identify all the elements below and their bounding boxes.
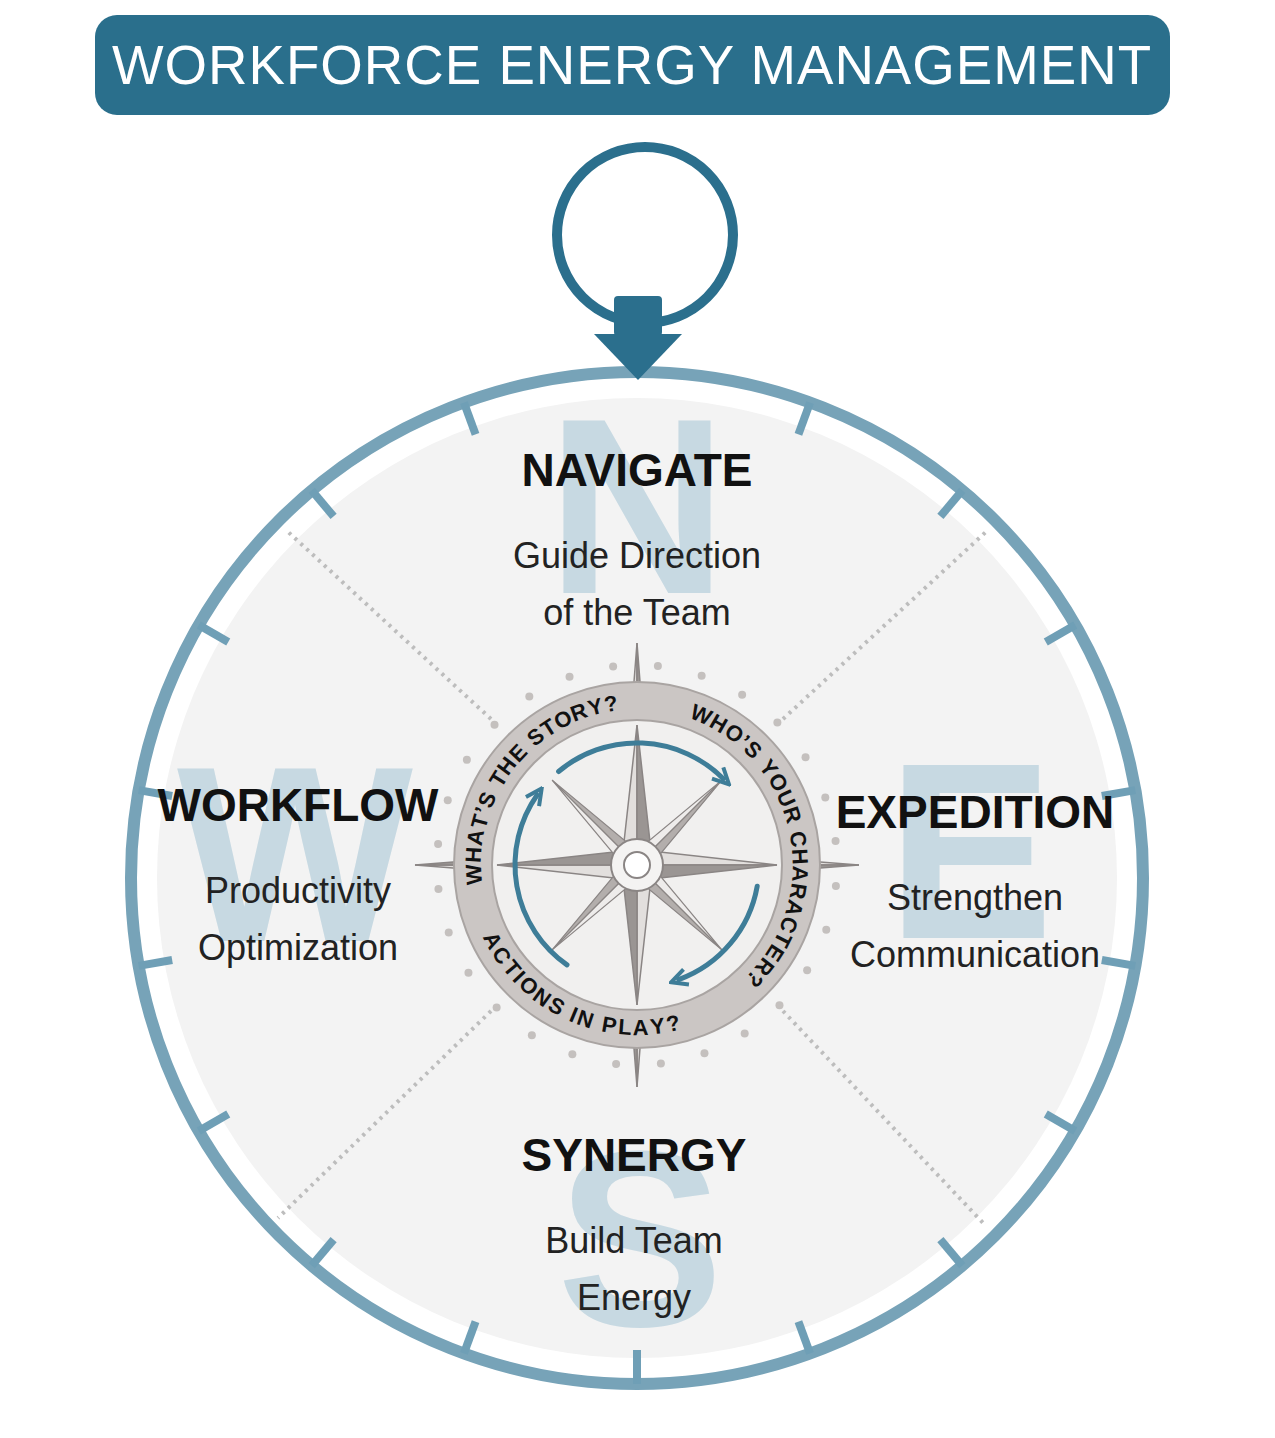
quadrant-sector: NAVIGATE Guide Direction of the Team (493, 441, 781, 641)
medallion-dot (525, 692, 533, 700)
medallion-dot (741, 1030, 749, 1038)
tick-mark (940, 490, 962, 516)
pointer-stem (614, 296, 662, 336)
medallion-dot (832, 882, 840, 890)
tick-mark (139, 960, 172, 966)
ring-letter: P (599, 1011, 619, 1039)
medallion-dot (493, 1003, 501, 1011)
medallion-dots (434, 662, 840, 1068)
medallion-dot (609, 662, 617, 670)
medallion-dot (444, 796, 452, 804)
quadrant-heading: EXPEDITION (831, 783, 1119, 841)
tick-mark (199, 625, 228, 642)
medallion-dot (773, 719, 781, 727)
medallion-dot (832, 837, 840, 845)
ring-letter: W (461, 863, 488, 887)
outer-ring (131, 372, 1143, 1384)
tick-mark (1046, 1114, 1075, 1131)
divider-line (278, 1011, 491, 1218)
medallion-dot (738, 691, 746, 699)
cycle-arrow (679, 886, 758, 979)
tick-mark (464, 403, 476, 435)
tick-mark (312, 1240, 334, 1266)
quadrant-description: Productivity Optimization (158, 862, 438, 976)
medallion-dot (821, 794, 829, 802)
quadrant-sector: SYNERGY Build Team Energy (505, 1126, 763, 1326)
tick-mark (1102, 960, 1135, 966)
title-text: WORKFORCE ENERGY MANAGEMENT (112, 33, 1152, 99)
tick-mark (798, 1322, 810, 1354)
medallion-dot (463, 756, 471, 764)
ring-letter: L (616, 1014, 633, 1041)
quadrant-heading: SYNERGY (505, 1126, 763, 1184)
medallion-dot (654, 662, 662, 670)
cycle-arrow (559, 743, 724, 779)
medallion-dot (775, 1001, 783, 1009)
tick-mark (1046, 625, 1075, 642)
tick-mark (464, 1322, 476, 1354)
cycle-arrows (515, 743, 757, 980)
divider-line (783, 1011, 985, 1225)
compass-rose (415, 643, 859, 1087)
medallion-dot (434, 885, 442, 893)
ring-letter: H (786, 847, 813, 866)
pointer-arrow (594, 334, 682, 380)
cycle-arrow (515, 795, 567, 965)
medallion-dot (566, 673, 574, 681)
medallion-dot (612, 1060, 620, 1068)
quadrant-sector: EXPEDITION Strengthen Communication (831, 783, 1119, 983)
medallion-dot (803, 966, 811, 974)
quadrant-heading: WORKFLOW (153, 776, 442, 834)
medallion-ring (473, 701, 801, 1029)
quadrant-description: Build Team Energy (509, 1212, 759, 1326)
rose-hub (611, 839, 663, 891)
ring-letter: H (461, 845, 488, 864)
tick-mark (798, 403, 810, 435)
rose-hub-inner (624, 852, 650, 878)
tick-mark (940, 1240, 962, 1266)
medallion-dot (434, 840, 442, 848)
medallion-dot (528, 1031, 536, 1039)
tick-mark (312, 490, 334, 516)
medallion-dot (802, 753, 810, 761)
compass-medallion: WHAT’S THE STORY?WHO’S YOUR CHARACTER?AC… (437, 665, 837, 1065)
medallion-dot (568, 1050, 576, 1058)
divider-line (286, 530, 491, 719)
medallion-face (492, 720, 782, 1010)
title-banner (95, 15, 1170, 115)
tick-marks (139, 403, 1136, 1384)
medallion-dot (445, 928, 453, 936)
medallion-dot (698, 672, 706, 680)
medallion-dot (657, 1060, 665, 1068)
divider-line (783, 530, 988, 719)
ring-letter: A (786, 864, 813, 883)
tick-mark (199, 1114, 228, 1131)
medallion-ring-edge (454, 682, 820, 1048)
medallion-dot (464, 969, 472, 977)
ring-letter: A (632, 1015, 650, 1041)
quadrant-heading: NAVIGATE (493, 441, 781, 499)
quadrant-description: Strengthen Communication (835, 869, 1115, 983)
medallion-dot (491, 721, 499, 729)
quadrant-sector: WORKFLOW Productivity Optimization (153, 776, 442, 976)
compass-rose-inner (497, 725, 777, 1005)
quadrant-description: Guide Direction of the Team (497, 527, 777, 641)
medallion-dot (700, 1049, 708, 1057)
ring-letter: C (784, 829, 812, 850)
medallion-dot (822, 926, 830, 934)
